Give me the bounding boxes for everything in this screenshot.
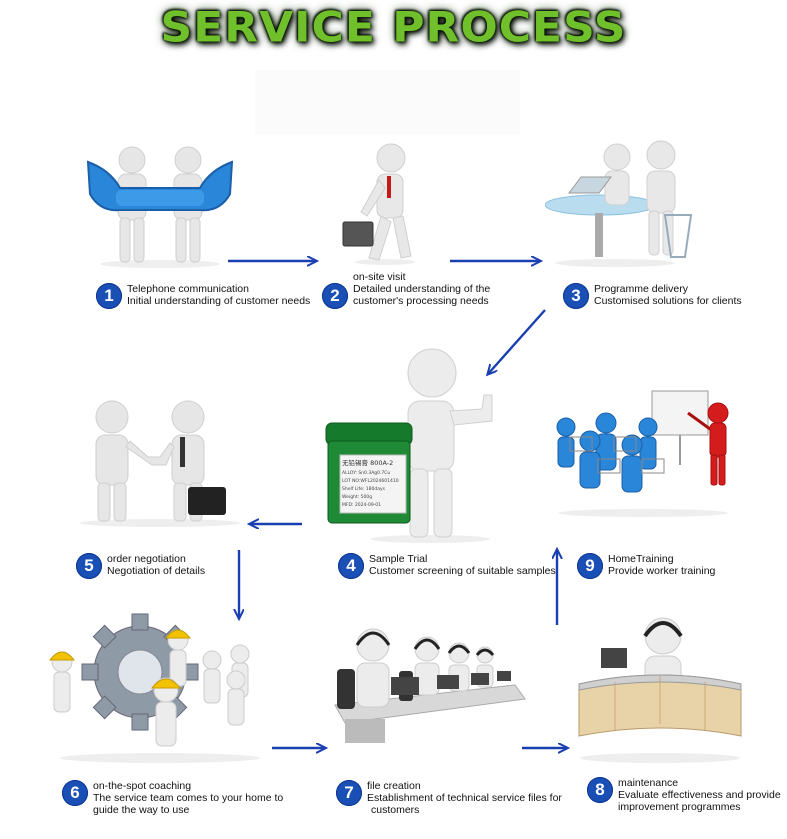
step-description: Establishment of technical service files… <box>367 792 562 804</box>
step-8: 8 maintenance Evaluate effectiveness and… <box>587 777 781 813</box>
step-title: order negotiation <box>107 553 186 565</box>
figures-at-desk-icon <box>545 140 693 267</box>
step-description: Initial understanding of customer needs <box>127 295 311 307</box>
jar-label-line2: ALLOY: Sn0.3Ag0.7Cu <box>342 470 390 476</box>
step-description: guide the way to use <box>93 804 190 816</box>
step-number-badge: 2 <box>322 283 348 309</box>
step-6: 6 on-the-spot coaching The service team … <box>62 780 283 816</box>
step-5: 5 order negotiation Negotiation of detai… <box>76 553 205 579</box>
step-title: on-site visit <box>353 271 406 283</box>
jar-label-line5: Weight: 500g <box>342 494 372 500</box>
step-number-badge: 3 <box>563 283 589 309</box>
gear-workers-icon <box>48 613 260 763</box>
step-description: Provide worker training <box>608 565 716 577</box>
step-7: 7 file creation Establishment of technic… <box>336 780 562 816</box>
step-number-badge: 7 <box>336 780 362 806</box>
handshake-figures-icon <box>80 400 240 527</box>
step-description: customers <box>371 804 420 816</box>
step-number-badge: 4 <box>338 553 364 579</box>
step-title: Telephone communication <box>127 283 249 295</box>
jar-label-line6: MFD: 2024-09-01 <box>342 502 381 508</box>
step-description: Detailed understanding of the <box>353 283 491 295</box>
telephone-figures-icon <box>86 146 234 268</box>
step-title: Programme delivery <box>594 283 688 295</box>
step-number-badge: 9 <box>577 553 603 579</box>
step-title: on-the-spot coaching <box>93 780 192 792</box>
step-description: customer's processing needs <box>353 295 489 307</box>
step-number-badge: 1 <box>96 283 122 309</box>
step-description: Customised solutions for clients <box>594 295 742 307</box>
page-title: SERVICE PROCESS <box>160 3 627 52</box>
step-2: 2 on-site visit Detailed understanding o… <box>322 271 491 309</box>
background-panel <box>255 70 520 135</box>
step-3: 3 Programme delivery Customised solution… <box>563 283 742 309</box>
step-description: Negotiation of details <box>107 565 206 577</box>
step-number-badge: 5 <box>76 553 102 579</box>
jar-label-line3: LOT NO:WFL2024601410 <box>342 478 399 484</box>
step-title: Sample Trial <box>369 553 428 565</box>
step-description: Customer screening of suitable samples <box>369 565 556 577</box>
step-title: maintenance <box>618 777 679 789</box>
figure-with-paste-jar-icon: 无铅锡膏 800A-2 ALLOY: Sn0.3Ag0.7Cu LOT NO:W… <box>325 348 493 543</box>
training-class-icon <box>556 390 729 517</box>
step-title: HomeTraining <box>608 553 674 565</box>
step-description: The service team comes to your home to <box>93 792 284 804</box>
arrow-3-to-4 <box>488 309 546 374</box>
step-9: 9 HomeTraining Provide worker training <box>577 553 715 579</box>
step-1: 1 Telephone communication Initial unders… <box>96 283 310 309</box>
step-description: Evaluate effectiveness and provide <box>618 789 781 801</box>
step-4: 4 Sample Trial Customer screening of sui… <box>338 553 556 579</box>
call-center-figures-icon <box>334 628 526 743</box>
walking-figure-briefcase-icon <box>342 143 415 265</box>
reception-desk-figure-icon <box>578 617 742 763</box>
jar-label-line4: Shelf Life: 180days <box>342 486 386 492</box>
step-number-badge: 6 <box>62 780 88 806</box>
step-number-badge: 8 <box>587 777 613 803</box>
step-description: improvement programmes <box>618 801 741 813</box>
step-title: file creation <box>367 780 421 792</box>
jar-label-line1: 无铅锡膏 800A-2 <box>342 458 393 467</box>
